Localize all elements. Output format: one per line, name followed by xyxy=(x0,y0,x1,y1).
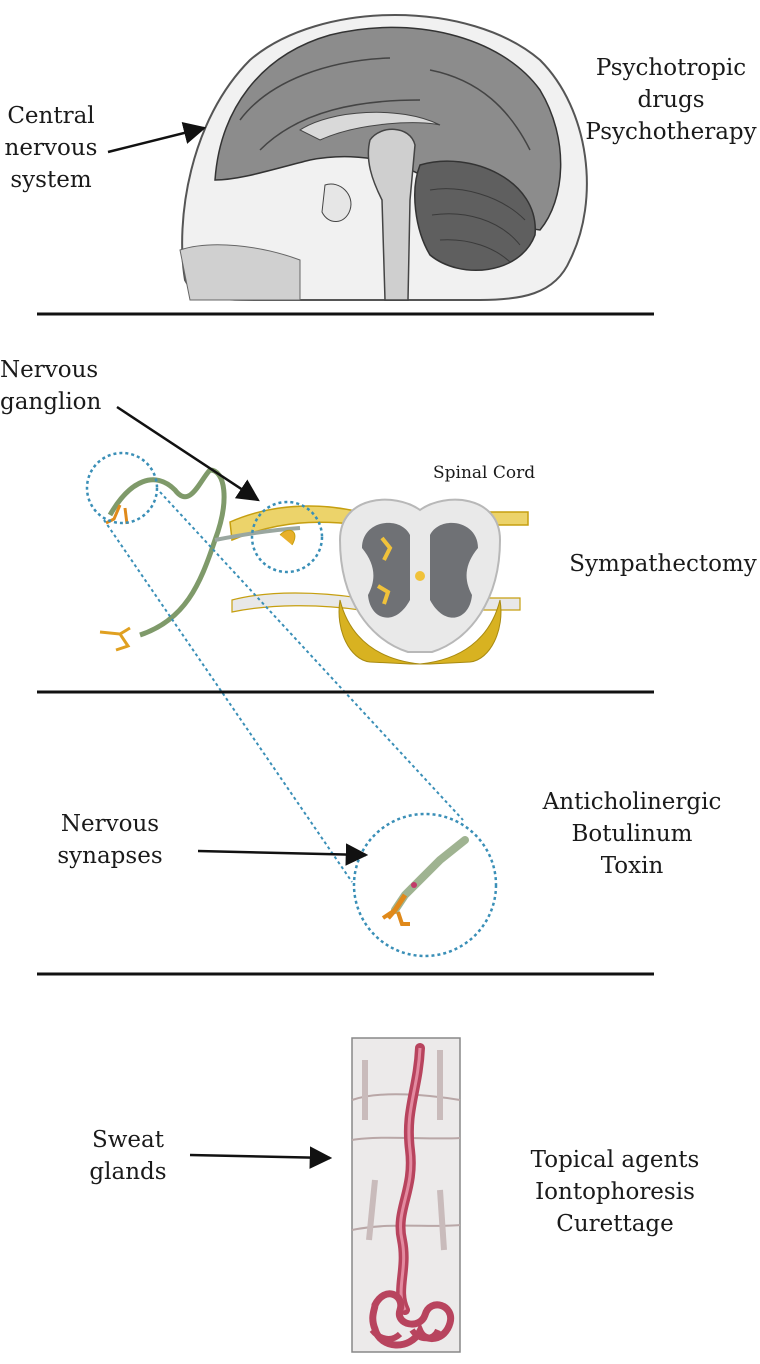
treatment-item: Psychotropic xyxy=(595,55,747,81)
treatment-item: Iontophoresis xyxy=(535,1179,695,1205)
treatment-item: Curettage xyxy=(556,1211,674,1237)
treatment-item: Psychotherapy xyxy=(585,119,757,145)
arrow-nervous-synapses xyxy=(197,843,369,866)
treatment-item: Topical agents xyxy=(530,1147,700,1173)
zoom-circle-small xyxy=(85,451,159,525)
arrow-central-nervous-system xyxy=(107,121,207,154)
treatments-central-nervous-system: Psychotropic drugs Psychotherapy xyxy=(576,52,760,148)
label-nervous-ganglion: Nervous ganglion xyxy=(0,354,104,418)
treatments-sweat-glands: Topical agents Iontophoresis Curettage xyxy=(526,1144,704,1240)
treatment-item: Botulinum xyxy=(571,821,693,847)
treatment-item: Anticholinergic xyxy=(542,789,722,815)
treatment-item: Sympathectomy xyxy=(569,551,757,577)
treatment-item: drugs xyxy=(637,87,705,113)
label-central-nervous-system: Central nervous system xyxy=(2,100,100,196)
label-line: Nervous xyxy=(60,811,160,837)
zoom-line-right xyxy=(159,491,464,821)
label-line: ganglion xyxy=(0,389,102,415)
zoom-circle-synapse xyxy=(352,812,498,958)
spinal-cord-illustration xyxy=(99,467,529,665)
treatments-nervous-synapses: Anticholinergic Botulinum Toxin xyxy=(540,786,724,882)
label-line: synapses xyxy=(57,843,163,869)
arrow-nervous-ganglion xyxy=(116,405,260,502)
label-nervous-synapses: Nervous synapses xyxy=(50,808,170,872)
brain-illustration xyxy=(179,14,588,301)
label-line: glands xyxy=(89,1159,167,1185)
treatments-nervous-ganglion: Sympathectomy xyxy=(568,548,758,580)
arrow-sweat-glands xyxy=(189,1146,333,1169)
treatment-item: Toxin xyxy=(600,853,664,879)
label-sweat-glands: Sweat glands xyxy=(76,1124,180,1188)
spinal-cord-label: Spinal Cord xyxy=(433,463,536,483)
label-line: Nervous xyxy=(0,357,99,383)
synapse-illustration xyxy=(381,836,469,926)
sweat-gland-illustration xyxy=(351,1037,461,1353)
label-line: Central xyxy=(7,103,95,129)
label-line: system xyxy=(10,167,92,193)
label-line: nervous xyxy=(4,135,98,161)
zoom-circle-ganglion xyxy=(250,500,324,574)
label-line: Sweat xyxy=(91,1127,164,1153)
zoom-line-left xyxy=(103,519,353,883)
